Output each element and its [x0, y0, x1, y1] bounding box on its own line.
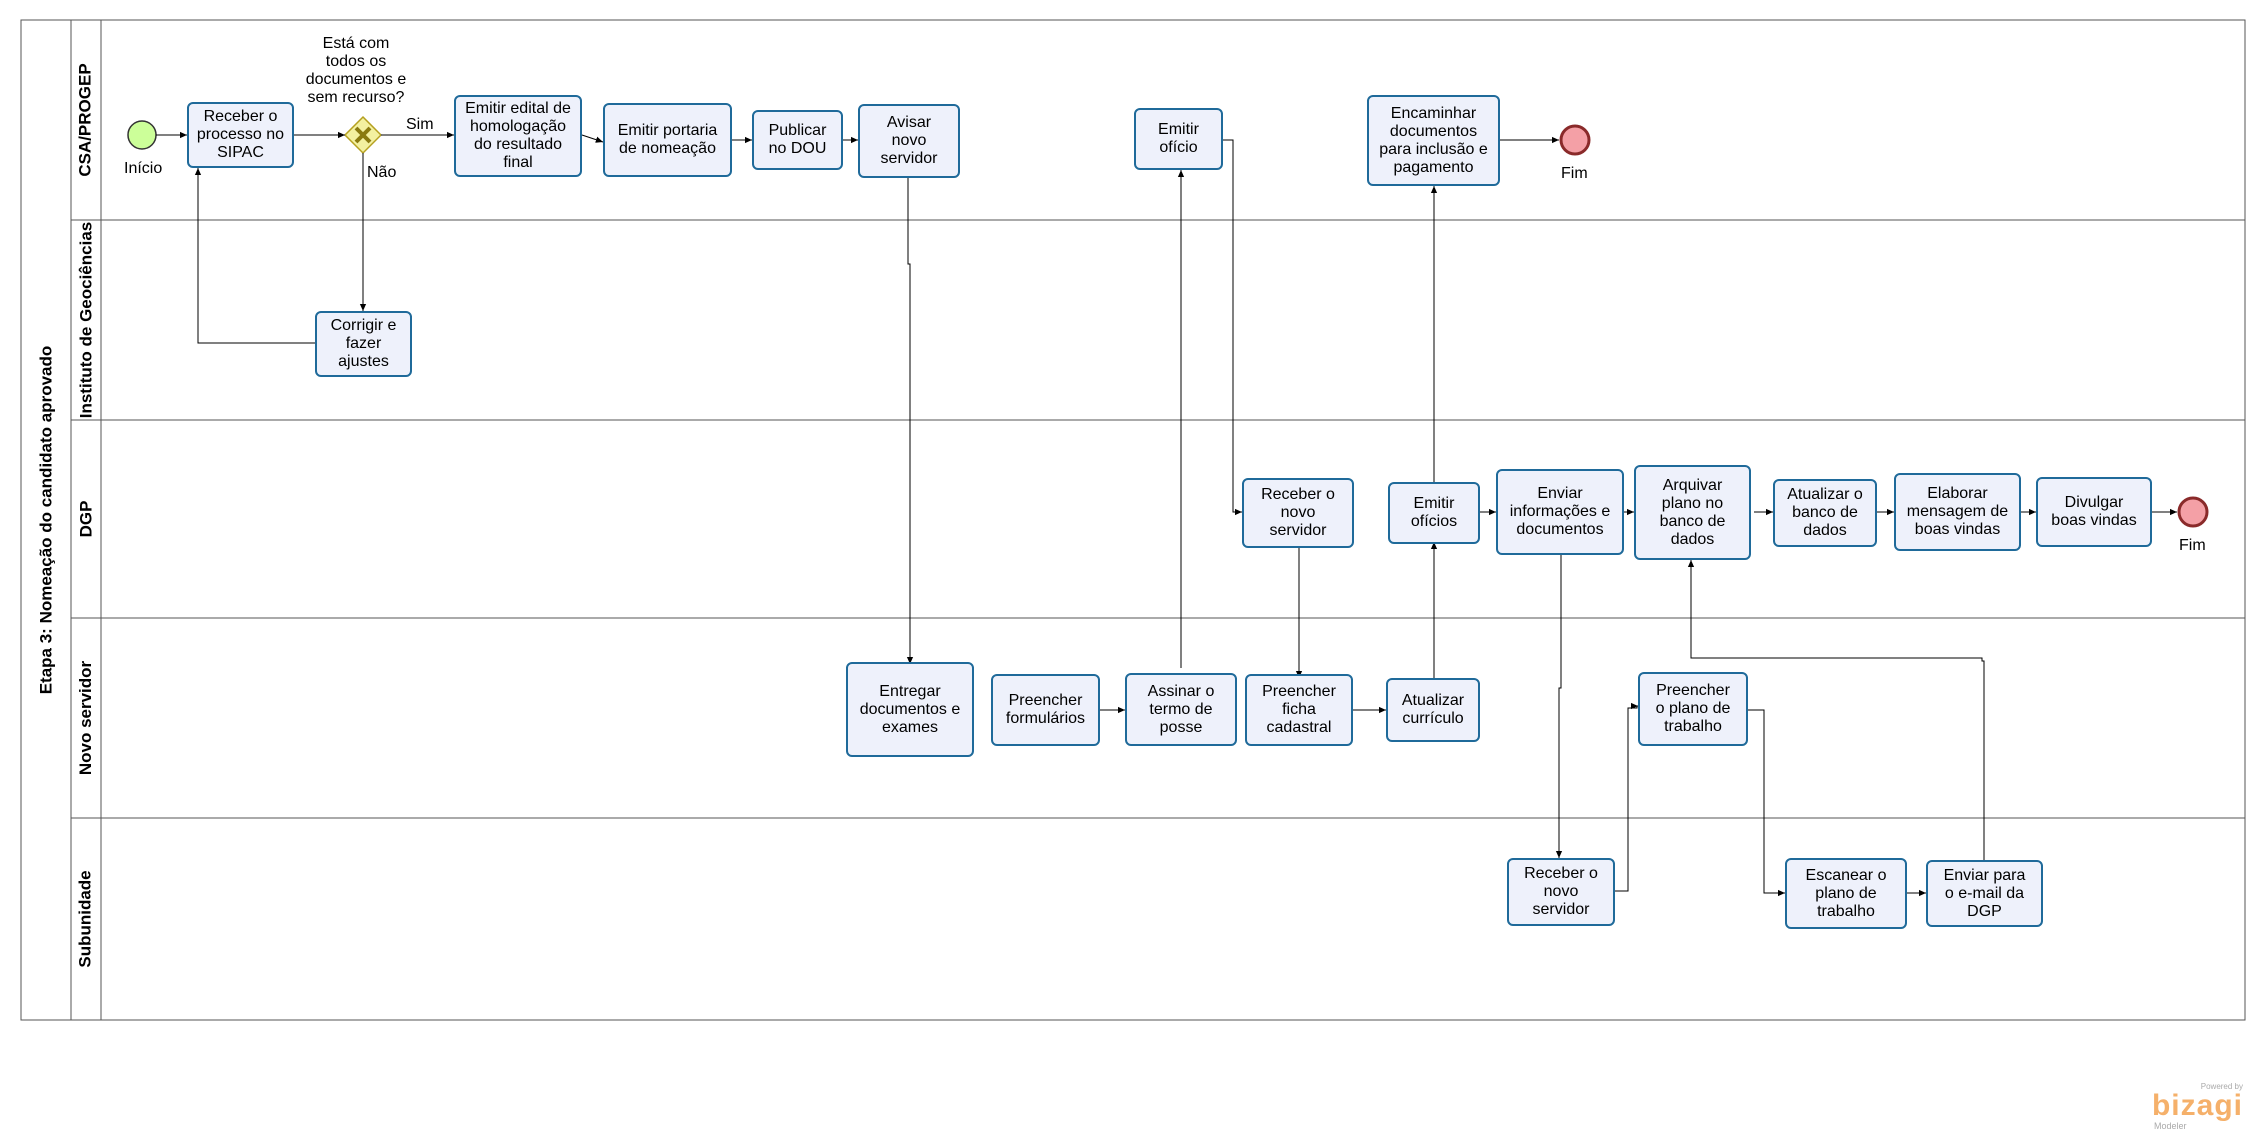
- lane-title-csa-progep: CSA/PROGEP: [76, 63, 96, 177]
- task-emitir-oficio[interactable]: Emitir ofício: [1134, 108, 1223, 170]
- lane-title-novo-servidor: Novo servidor: [76, 660, 95, 776]
- task-divulgar-boas-vindas[interactable]: Divulgar boas vindas: [2036, 477, 2152, 547]
- task-assinar-termo[interactable]: Assinar o termo de posse: [1125, 673, 1237, 746]
- task-emitir-edital[interactable]: Emitir edital de homologação do resultad…: [454, 95, 582, 177]
- task-atualizar-curriculo[interactable]: Atualizar currículo: [1386, 678, 1480, 742]
- task-enviar-email-dgp[interactable]: Enviar para o e-mail da DGP: [1926, 860, 2043, 927]
- lane-title-instituto: Instituto de Geociências: [76, 221, 95, 419]
- gateway-question: Está com todos os documentos e sem recur…: [305, 35, 407, 106]
- task-receber-novo-servidor-subunidade[interactable]: Receber o novo servidor: [1507, 858, 1615, 926]
- end-event-label: Fim: [2179, 537, 2206, 554]
- end-event[interactable]: [2177, 496, 2209, 528]
- bizagi-logo: Powered by bizagi Modeler: [2152, 1082, 2243, 1131]
- lane-title-dgp: DGP: [76, 500, 95, 538]
- task-receber-processo[interactable]: Receber o processo no SIPAC: [187, 102, 294, 168]
- task-elaborar-mensagem[interactable]: Elaborar mensagem de boas vindas: [1894, 473, 2021, 551]
- pool-frame: [20, 19, 2246, 1021]
- task-entregar-documentos[interactable]: Entregar documentos e exames: [846, 662, 974, 757]
- start-event-label: Início: [124, 160, 163, 177]
- task-arquivar-plano[interactable]: Arquivar plano no banco de dados: [1634, 465, 1751, 560]
- task-emitir-oficios[interactable]: Emitir ofícios: [1388, 482, 1480, 544]
- task-emitir-portaria[interactable]: Emitir portaria de nomeação: [603, 103, 732, 177]
- sequence-flows: [156, 131, 2177, 897]
- lane-title-subunidade: Subunidade: [76, 870, 95, 968]
- end-event[interactable]: [1559, 124, 1591, 156]
- task-preencher-plano[interactable]: Preencher o plano de trabalho: [1638, 672, 1748, 746]
- gateway-no-label: Não: [367, 164, 397, 181]
- task-publicar-dou[interactable]: Publicar no DOU: [752, 110, 843, 170]
- gateway-yes-label: Sim: [406, 116, 434, 133]
- end-event-label: Fim: [1561, 165, 1588, 182]
- powered-by-label: Powered by: [2200, 1082, 2243, 1091]
- task-corrigir-ajustes[interactable]: Corrigir e fazer ajustes: [315, 311, 412, 377]
- exclusive-gateway[interactable]: [343, 115, 383, 155]
- task-escanear-plano[interactable]: Escanear o plano de trabalho: [1785, 858, 1907, 929]
- task-avisar-servidor[interactable]: Avisar novo servidor: [858, 104, 960, 178]
- start-event[interactable]: [127, 120, 157, 150]
- task-preencher-ficha[interactable]: Preencher ficha cadastral: [1245, 674, 1353, 746]
- pool-title: Etapa 3: Nomeação do candidato aprovado: [36, 345, 56, 695]
- brand-product: Modeler: [2153, 1121, 2187, 1131]
- task-preencher-formularios[interactable]: Preencher formulários: [991, 674, 1100, 746]
- brand-name: bizagi: [2151, 1089, 2243, 1122]
- task-receber-novo-servidor-dgp[interactable]: Receber o novo servidor: [1242, 478, 1354, 548]
- task-enviar-informacoes[interactable]: Enviar informações e documentos: [1496, 469, 1624, 555]
- task-atualizar-banco[interactable]: Atualizar o banco de dados: [1773, 479, 1877, 547]
- task-encaminhar-documentos[interactable]: Encaminhar documentos para inclusão e pa…: [1367, 95, 1500, 186]
